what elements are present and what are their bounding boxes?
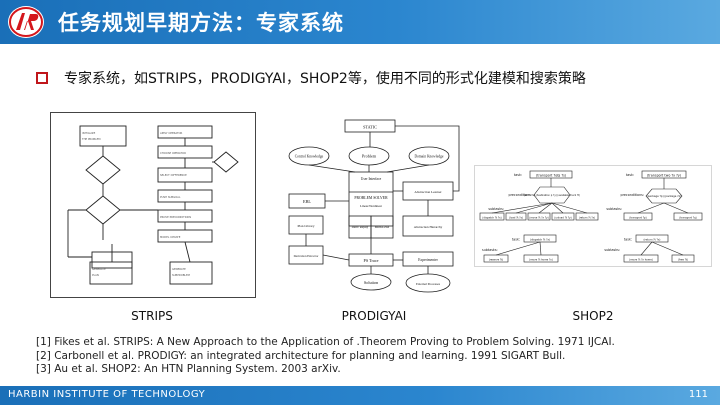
shop2-precond-right: (package ?p) (package ?q) bbox=[647, 194, 681, 198]
svg-text:SELECT DIFFERENCE: SELECT DIFFERENCE bbox=[160, 173, 187, 177]
prodigy-solution: Solution bbox=[364, 280, 379, 285]
prodigy-domain: Domain Knowledge bbox=[414, 155, 443, 159]
shop2-task-label-4: task: bbox=[624, 237, 632, 241]
caption-strips: STRIPS bbox=[131, 309, 173, 323]
caption-prodigyai: PRODIGYAI bbox=[341, 309, 407, 323]
shop2-task-label-3: task: bbox=[512, 237, 520, 241]
square-bullet-icon bbox=[36, 72, 48, 84]
svg-text:PUSH SUBGOAL: PUSH SUBGOAL bbox=[160, 195, 181, 199]
shop2-task-left: (transport ?obj ?s) bbox=[536, 173, 566, 177]
reference-1: [1] Fikes et al. STRIPS: A New Approach … bbox=[36, 336, 615, 348]
shop2-sub2-l2: (move ?t home ?x) bbox=[529, 257, 553, 261]
svg-text:THE PROBLEM: THE PROBLEM bbox=[82, 137, 101, 141]
page-title: 任务规划早期方法：专家系统 bbox=[58, 11, 344, 35]
footer-bar: HARBIN INSTITUTE OF TECHNOLOGY 111 bbox=[0, 386, 720, 405]
shop2-subtasks-label-4: subtasks: bbox=[604, 248, 620, 252]
hit-logo-icon bbox=[8, 6, 44, 38]
shop2-precond-left: (at ?x ?s) (destination p ?y) (available… bbox=[524, 194, 580, 197]
prodigy-architecture-diagram: STATIC Control Knowledge Problem Domain … bbox=[288, 119, 460, 293]
shop2-task-right: (transport two ?x ?y) bbox=[647, 173, 681, 177]
shop2-sub-l5: (return ?t ?x) bbox=[579, 215, 595, 219]
references: [1] Fikes et al. STRIPS: A New Approach … bbox=[36, 336, 615, 377]
svg-text:APPLY OPERATOR: APPLY OPERATOR bbox=[160, 131, 183, 135]
prodigy-user-interface: User Interface bbox=[361, 177, 382, 181]
prodigy-ps-trace: PS Trace bbox=[363, 258, 378, 263]
reference-3: [3] Au et al. SHOP2: An HTN Planning Sys… bbox=[36, 363, 341, 375]
strips-flowchart: INITIALIZE THE PROBLEM APPLY OPERATOR CHO… bbox=[50, 112, 256, 298]
shop2-precond-label-2: preconditions: bbox=[621, 193, 644, 197]
svg-text:GENERATE: GENERATE bbox=[172, 267, 186, 271]
title-bar: 任务规划早期方法：专家系统 bbox=[0, 0, 720, 44]
prodigy-external-processes: External Processes bbox=[416, 282, 441, 286]
shop2-task-label-2: task: bbox=[626, 173, 634, 177]
page-number: 111 bbox=[688, 389, 708, 400]
prodigy-derivation-extractor: Derivation Extractor bbox=[294, 254, 319, 258]
caption-shop2: SHOP2 bbox=[572, 309, 614, 323]
prodigy-problem: Problem bbox=[362, 154, 377, 159]
shop2-sub-r1: (transport ?p) bbox=[629, 215, 646, 219]
svg-text:CHOOSE OPERATOR: CHOOSE OPERATOR bbox=[160, 151, 186, 155]
shop2-subtasks-label-3: subtasks: bbox=[482, 248, 498, 252]
shop2-task2-left: (dispatch ?t ?x) bbox=[530, 237, 550, 241]
reference-2: [2] Carbonell et al. PRODIGY: an integra… bbox=[36, 349, 566, 362]
prodigy-figure: STATIC Control Knowledge Problem Domain … bbox=[285, 112, 463, 298]
shop2-sub-r2: (transport ?q) bbox=[679, 215, 696, 219]
prodigy-multi-level: Multi-Level bbox=[375, 225, 390, 229]
shop2-sub2-r1: (move ?t ?x home) bbox=[629, 257, 653, 261]
prodigy-plan-library: Plan Library bbox=[297, 224, 314, 228]
strips-figure: INITIALIZE THE PROBLEM APPLY OPERATOR CHO… bbox=[50, 112, 256, 298]
shop2-precond-label-1: preconditions: bbox=[509, 193, 532, 197]
prodigy-static: STATIC bbox=[363, 125, 377, 130]
bullet-text: 专家系统，如STRIPS，PRODIGYAI，SHOP2等，使用不同的形式化建模… bbox=[64, 71, 586, 87]
shop2-subtasks-label-1: subtasks: bbox=[488, 207, 504, 211]
bullet-point: 专家系统，如STRIPS，PRODIGYAI，SHOP2等，使用不同的形式化建模… bbox=[36, 68, 586, 88]
svg-text:PROVE PRECONDITIONS: PROVE PRECONDITIONS bbox=[160, 215, 191, 219]
prodigy-control: Control Knowledge bbox=[295, 155, 324, 159]
shop2-sub-l1: (dispatch ?t ?x) bbox=[482, 215, 501, 219]
shop2-sub2-r2: (free ?t) bbox=[678, 257, 688, 261]
prodigy-solver: PROBLEM SOLVER bbox=[354, 196, 388, 200]
institution-name: HARBIN INSTITUTE OF TECHNOLOGY bbox=[8, 389, 206, 400]
shop2-method-diagram: task: (transport ?obj ?s) task: (transpo… bbox=[474, 165, 712, 267]
svg-text:GENERATE: GENERATE bbox=[92, 267, 106, 271]
prodigy-ebl: EBL bbox=[303, 199, 311, 204]
svg-text:MODEL UPDATE: MODEL UPDATE bbox=[160, 235, 181, 239]
prodigy-deriv-replay: Deriv. Replay bbox=[352, 225, 369, 229]
shop2-sub2-l1: (reserve ?t) bbox=[489, 257, 503, 261]
svg-text:INITIALIZE: INITIALIZE bbox=[82, 131, 96, 135]
shop2-sub-l4: (unload ?t ?y) bbox=[554, 215, 571, 219]
prodigy-abstraction-hierarchy: Abstraction Hierarchy bbox=[414, 225, 443, 229]
prodigy-abstraction-learner: Abstraction Learner bbox=[414, 190, 442, 194]
shop2-task-label-1: task: bbox=[514, 173, 522, 177]
shop2-sub-l3: (move ?t ?x ?y) bbox=[529, 215, 548, 219]
shop2-sub-l2: (load ?t ?s) bbox=[509, 215, 523, 219]
prodigy-linear: Linear/Nonlinear bbox=[360, 204, 383, 208]
svg-text:SUBPROBLEM: SUBPROBLEM bbox=[172, 273, 190, 277]
shop2-task2-right: (return ?t ?x) bbox=[644, 237, 661, 241]
shop2-subtasks-label-2: subtasks: bbox=[606, 207, 622, 211]
prodigy-experimenter: Experimenter bbox=[418, 258, 438, 262]
svg-text:PLAN: PLAN bbox=[92, 273, 99, 277]
shop2-figure: task: (transport ?obj ?s) task: (transpo… bbox=[474, 165, 712, 267]
